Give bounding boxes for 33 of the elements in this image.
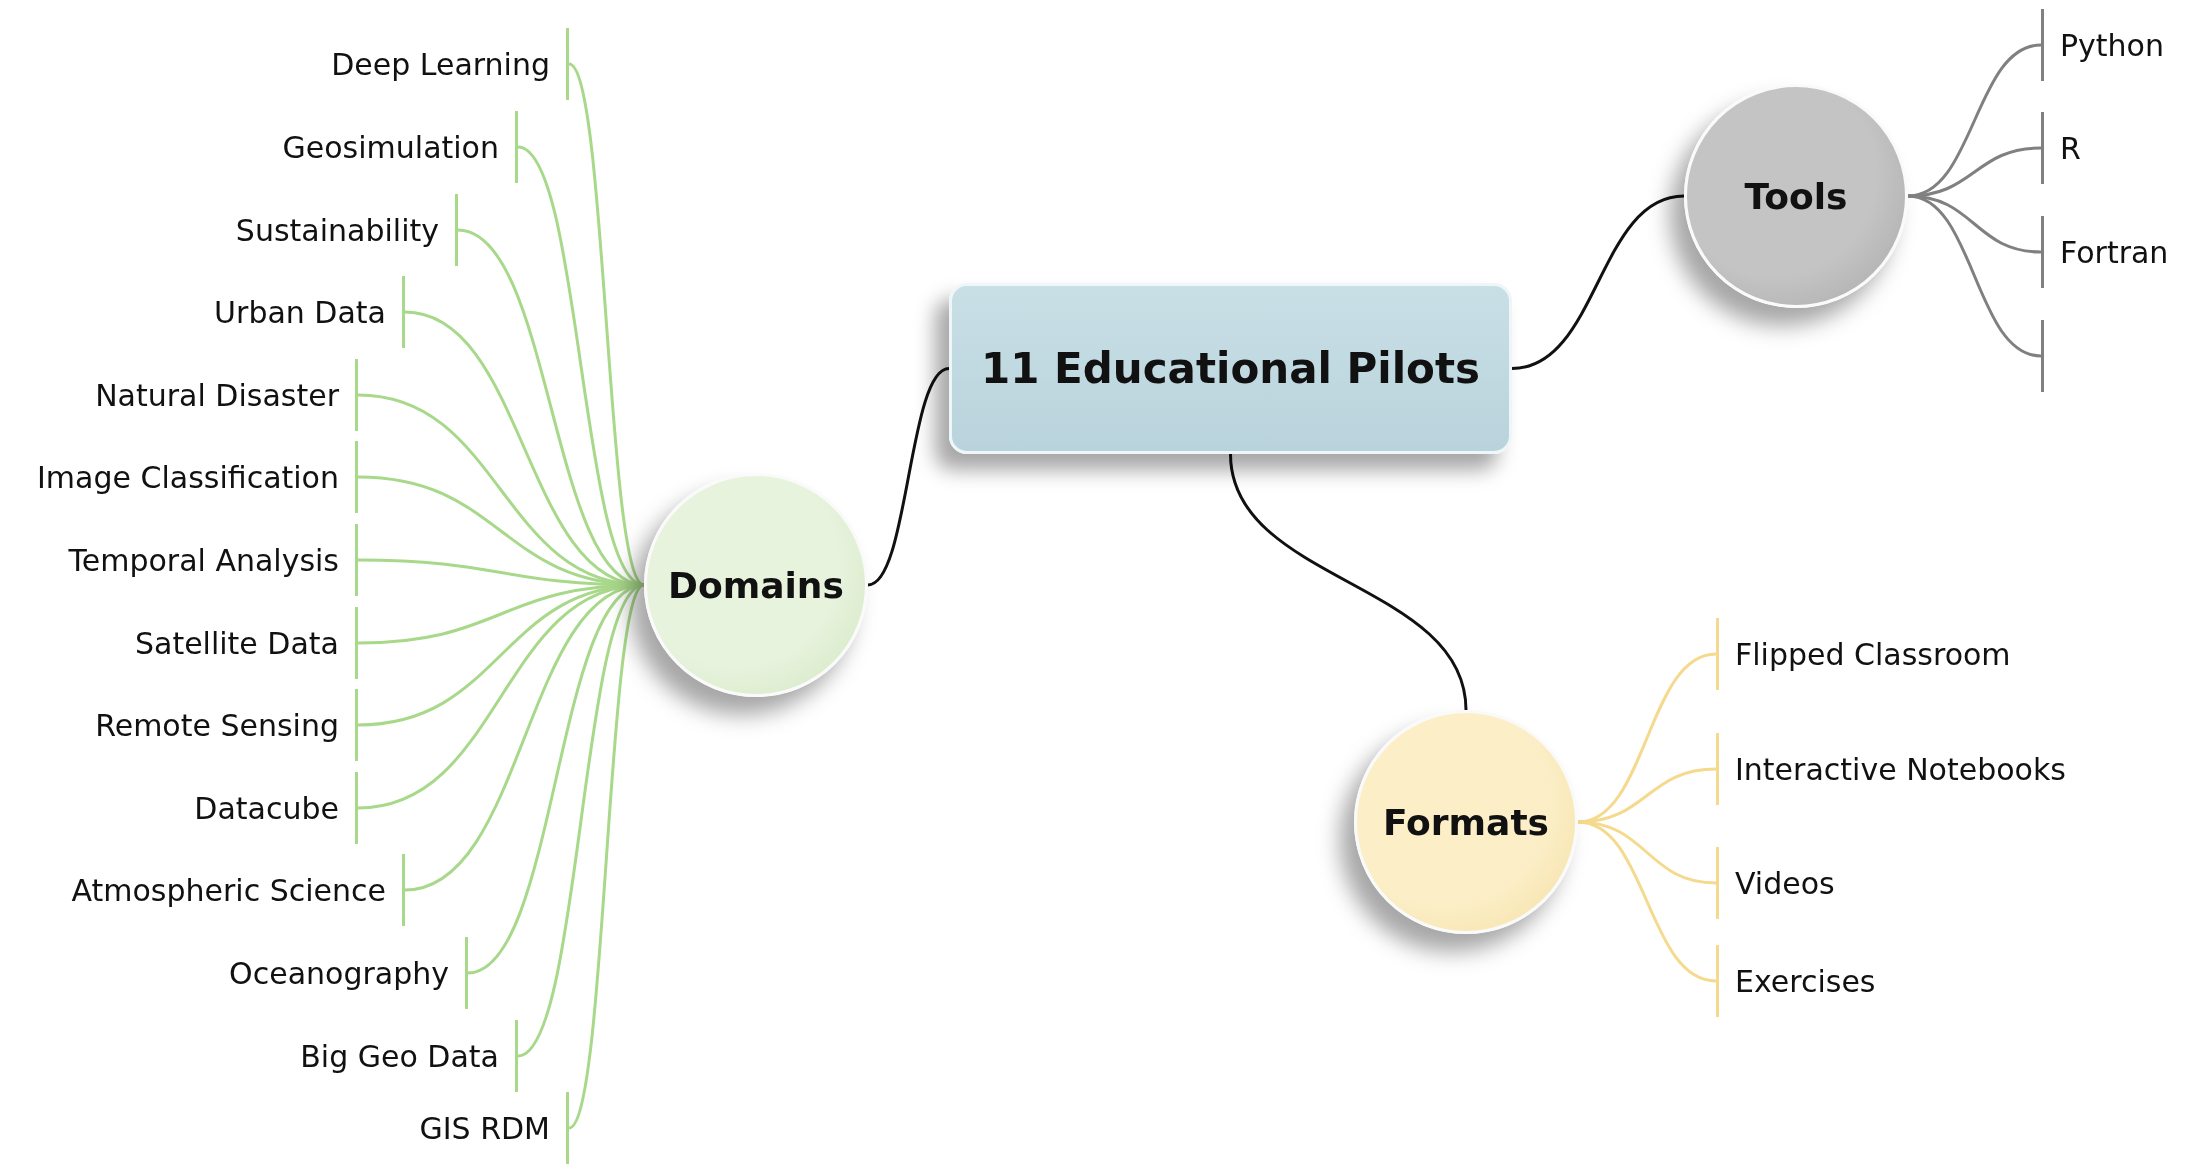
leaf-label: Exercises — [1716, 945, 1876, 1017]
leaf-label: Interactive Notebooks — [1716, 733, 2066, 805]
branch-circle: Domains — [644, 473, 868, 697]
leaf-label: GIS RDM — [419, 1092, 569, 1164]
connector-line — [1907, 146, 2042, 198]
tick-bar — [2041, 320, 2044, 392]
connector-line — [1577, 767, 1717, 824]
leaf-label: Datacube — [194, 772, 358, 844]
leaf-label: Atmospheric Science — [71, 854, 405, 926]
leaf-label: Remote Sensing — [95, 689, 358, 761]
connector-line — [1577, 820, 1717, 983]
topic-box: 11 Educational Pilots — [949, 283, 1512, 454]
leaf-label: Python — [2041, 9, 2164, 81]
branch-circle: Tools — [1684, 84, 1908, 308]
leaf-label: Big Geo Data — [300, 1020, 518, 1092]
connector-line — [1907, 194, 2042, 358]
leaf-label: Geosimulation — [282, 111, 518, 183]
connector-line — [1511, 194, 1685, 370]
leaf-label: Flipped Classroom — [1716, 618, 2011, 690]
leaf-label: Sustainability — [235, 194, 458, 266]
leaf-label: Deep Learning — [331, 28, 569, 100]
leaf-label: Satellite Data — [134, 607, 358, 679]
leaf-label: Temporal Analysis — [68, 524, 358, 596]
leaf-label: Urban Data — [214, 276, 405, 348]
leaf-label: Fortran — [2041, 216, 2169, 288]
connector-line — [867, 367, 950, 587]
leaf-label: Natural Disaster — [95, 359, 358, 431]
leaf-label: Oceanography — [229, 937, 468, 1009]
leaf-label: Videos — [1716, 847, 1835, 919]
leaf-label: R — [2041, 112, 2081, 184]
connector-line — [1229, 453, 1468, 711]
leaf-label: Image Classification — [37, 441, 358, 513]
branch-circle: Formats — [1354, 710, 1578, 934]
